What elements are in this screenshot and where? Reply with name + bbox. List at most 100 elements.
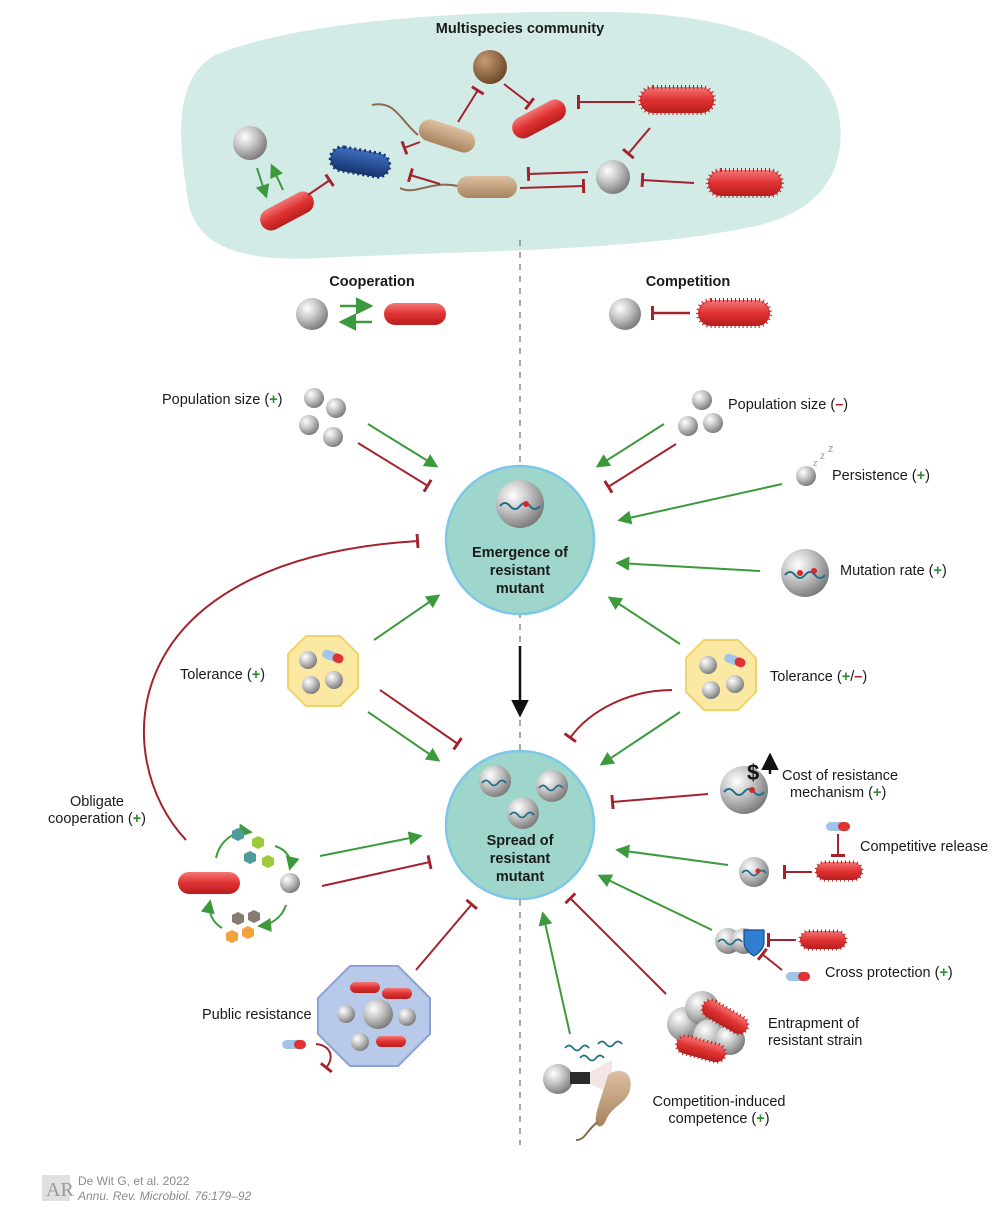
tan-flagellated-cell-icon — [371, 103, 476, 153]
gray-cell-icon — [233, 126, 267, 160]
emergence-line1: Emergence of — [472, 545, 568, 561]
antibiotic-pill-icon — [826, 822, 850, 831]
svg-text:z: z — [828, 443, 834, 455]
mutant-cell-icon — [479, 765, 511, 797]
promote-arrow — [319, 831, 423, 857]
mutation-rate-label: Mutation rate (+) — [840, 563, 947, 579]
red-hairy-cell-icon — [814, 860, 864, 882]
competence-cells-icon — [543, 1040, 631, 1141]
inhibit-arrow — [415, 898, 478, 971]
gray-cell-icon — [296, 298, 328, 330]
publisher-logo-icon: AR — [42, 1175, 74, 1201]
inhibit-arrow — [315, 1043, 333, 1074]
tan-flagellated-cell-icon — [399, 176, 517, 198]
dollar-icon: $ — [747, 760, 759, 785]
citation-line2: Annu. Rev. Microbiol. 76:179–92 — [77, 1189, 252, 1203]
community-interactions — [255, 83, 695, 199]
inhibit-arrow — [756, 947, 783, 971]
cooperation-label: Cooperation — [329, 274, 414, 290]
community-background — [181, 11, 841, 259]
red-rod-cell-icon — [512, 99, 566, 139]
red-hairy-cell-icon — [638, 85, 716, 115]
promote-arrow — [367, 711, 441, 762]
spread-line3: mutant — [496, 869, 545, 885]
promote-arrow — [617, 483, 783, 525]
tolerance-octagon-icon — [685, 639, 757, 711]
svg-text:AR: AR — [46, 1179, 74, 1201]
entrapment-cluster-icon — [667, 991, 750, 1064]
emergence-line2: resistant — [490, 563, 551, 579]
mutant-cell-icon — [739, 857, 769, 887]
entrapment-line2: resistant strain — [768, 1033, 862, 1049]
inhibit-arrow — [610, 793, 709, 810]
promote-arrow — [538, 911, 571, 1035]
promote-arrow — [599, 711, 681, 766]
obligate-inhibit-curve — [142, 533, 420, 841]
entrapment-line1: Entrapment of — [768, 1016, 860, 1032]
cross-protection-label: Cross protection (+) — [825, 965, 953, 981]
cell-cluster-icon — [299, 388, 346, 447]
svg-text:z: z — [820, 451, 825, 462]
blue-spiky-cell-icon — [328, 145, 392, 179]
dormant-cell-icon: z z z — [796, 443, 834, 486]
community-title: Multispecies community — [436, 21, 604, 37]
promote-arrow — [597, 874, 713, 931]
red-hairy-cell-icon — [696, 298, 772, 328]
cell-cluster-icon — [678, 390, 723, 436]
red-rod-cell-icon — [178, 872, 240, 894]
promote-arrow — [595, 423, 665, 468]
spread-hub: Spread of resistant mutant — [444, 749, 596, 901]
population-size-plus-label: Population size (+) — [162, 392, 283, 408]
cross-feeding-cycle-icon — [178, 823, 300, 943]
red-hairy-cell-icon — [798, 929, 848, 951]
inhibit-arrow — [563, 689, 673, 743]
tolerance-octagon-icon — [287, 635, 359, 707]
competition-label: Competition — [646, 274, 731, 290]
promote-arrow — [367, 423, 439, 468]
promote-arrow — [373, 594, 441, 641]
red-rod-cell-icon — [260, 191, 314, 231]
antibiotic-pill-icon — [786, 972, 810, 981]
obligate-line2: cooperation (+) — [48, 811, 146, 827]
promote-arrow — [615, 844, 729, 866]
competence-line2: competence (+) — [668, 1111, 769, 1127]
red-rod-cell-icon — [384, 303, 446, 325]
community-cells — [233, 50, 784, 231]
tolerance-right-label: Tolerance (+/–) — [770, 669, 867, 685]
mutant-cell-icon — [496, 480, 544, 528]
svg-text:z: z — [813, 458, 818, 468]
promote-arrow — [615, 556, 761, 572]
gray-cell-icon — [609, 298, 641, 330]
inhibit-arrow — [357, 442, 433, 493]
brown-cell-icon — [473, 50, 507, 84]
competence-line1: Competition-induced — [653, 1094, 786, 1110]
emergence-hub: Emergence of resistant mutant — [444, 464, 596, 616]
gray-cell-icon — [280, 873, 300, 893]
tolerance-left-label: Tolerance (+) — [180, 667, 265, 683]
public-resistance-label: Public resistance — [202, 1007, 312, 1023]
competitive-release-label: Competitive release — [860, 839, 988, 855]
gray-cell-icon — [596, 160, 630, 194]
promote-arrow — [607, 596, 681, 645]
inhibit-arrow — [379, 689, 463, 751]
population-size-minus-label: Population size (–) — [728, 397, 848, 413]
protected-cells-icon — [715, 928, 765, 957]
cost-line2: mechanism (+) — [790, 785, 886, 801]
antibiotic-pill-icon — [282, 1040, 306, 1049]
cost-cell-icon: $ — [720, 752, 779, 814]
spread-line2: resistant — [490, 851, 551, 867]
mutant-cell-icon — [507, 797, 539, 829]
citation-line1: De Wit G, et al. 2022 — [78, 1174, 190, 1188]
red-hairy-cell-icon — [706, 168, 784, 198]
emergence-line3: mutant — [496, 581, 545, 597]
cost-line1: Cost of resistance — [782, 768, 898, 784]
persistence-label: Persistence (+) — [832, 468, 930, 484]
mutant-cell-icon — [536, 770, 568, 802]
inhibit-arrow — [321, 854, 433, 887]
inhibit-arrow — [603, 443, 677, 494]
spread-line1: Spread of — [487, 833, 554, 849]
obligate-line1: Obligate — [70, 794, 124, 810]
public-resistance-octagon-icon — [317, 965, 431, 1067]
inhibit-arrow — [564, 892, 667, 995]
